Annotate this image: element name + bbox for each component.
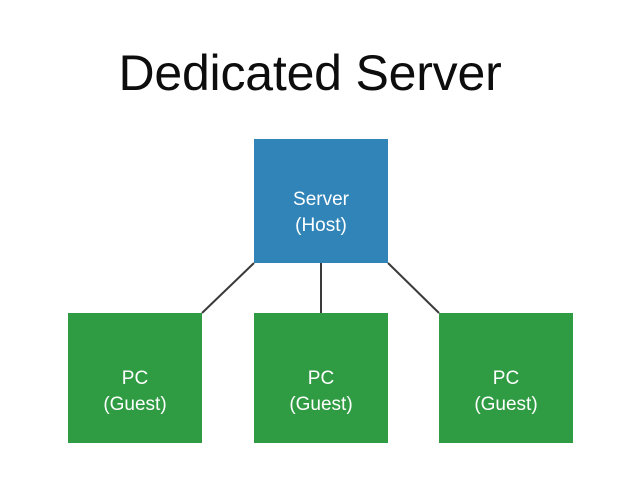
node-pc-guest-1-label-line1: PC	[121, 368, 149, 389]
page-title: Dedicated Server	[118, 45, 502, 101]
node-pc-guest-1-label-line2: (Guest)	[103, 394, 167, 415]
node-server-label-line1: Server	[293, 189, 349, 210]
node-pc-guest-3-label: PC (Guest)	[474, 366, 537, 418]
node-pc-guest-2-label: PC (Guest)	[289, 366, 352, 418]
node-pc-guest-1-label: PC (Guest)	[103, 366, 166, 418]
node-server-label: Server (Host)	[293, 187, 349, 239]
node-server-host[interactable]: Server (Host)	[254, 139, 388, 263]
node-pc-guest-2[interactable]: PC (Guest)	[254, 313, 388, 443]
connector-server-to-pc-3	[387, 262, 440, 314]
node-pc-guest-2-label-line2: (Guest)	[289, 394, 353, 415]
node-pc-guest-3-label-line1: PC	[492, 368, 520, 389]
node-pc-guest-3-label-line2: (Guest)	[474, 394, 538, 415]
connector-server-to-pc-1	[201, 262, 255, 314]
node-pc-guest-2-label-line1: PC	[307, 368, 335, 389]
node-server-label-line2: (Host)	[295, 215, 347, 236]
node-pc-guest-3[interactable]: PC (Guest)	[439, 313, 573, 443]
node-pc-guest-1[interactable]: PC (Guest)	[68, 313, 202, 443]
